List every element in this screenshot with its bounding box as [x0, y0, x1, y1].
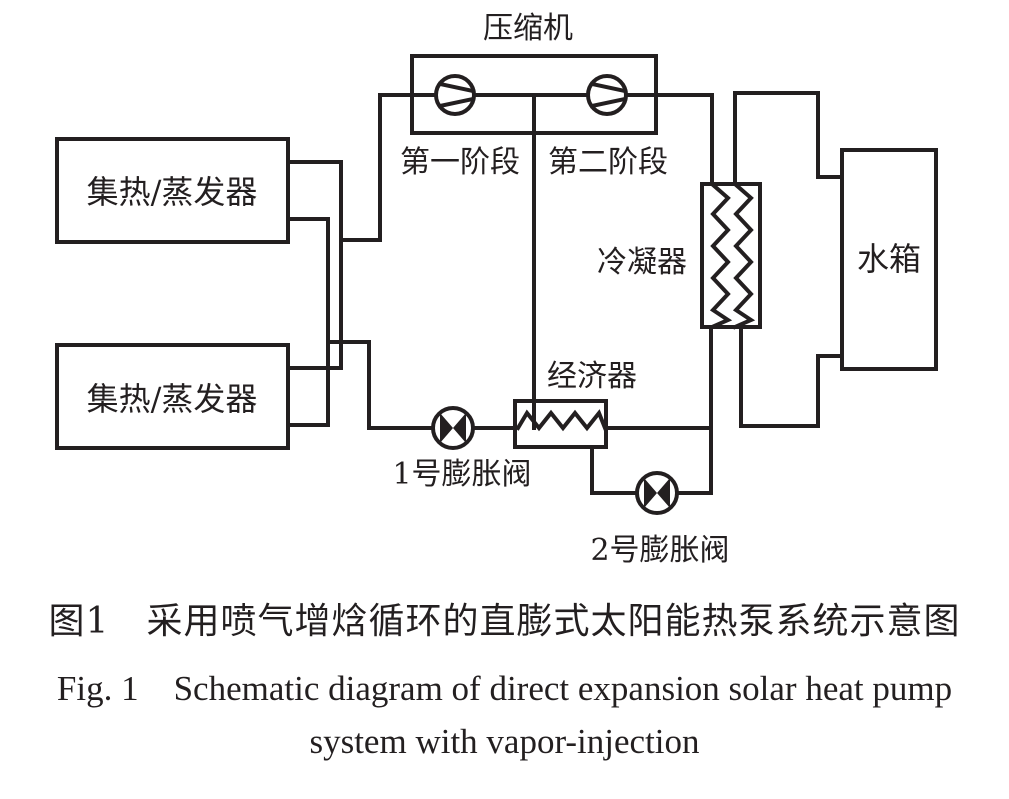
figure-caption-english-line1: Fig. 1 Schematic diagram of direct expan…	[56, 669, 953, 708]
water-tank-label: 水箱	[857, 240, 921, 278]
condenser-label: 冷凝器	[597, 245, 687, 280]
condenser-coil-water-icon	[732, 181, 756, 330]
pipe-water-supply	[739, 325, 844, 428]
compressor-stage1-icon	[434, 74, 476, 116]
economizer-label: 经济器	[547, 359, 637, 394]
water-tank	[840, 148, 938, 371]
compressor-stage2-icon	[586, 74, 628, 116]
collector-evaporator-2	[55, 343, 290, 450]
expansion-valve-1-icon	[431, 406, 475, 450]
condenser	[700, 182, 762, 329]
figure-caption-english-line2: system with vapor-injection	[309, 722, 700, 761]
condenser-coil-refrigerant-icon	[709, 181, 733, 330]
pipe-condenser-outlet	[675, 325, 713, 495]
schematic-diagram: 压缩机 第一阶段 第二阶段 集热/蒸发器 集热/蒸发器 1号膨胀阀 经济器	[55, 11, 938, 568]
economizer	[513, 399, 608, 449]
collector-evaporator-1-label: 集热/蒸发器	[87, 173, 258, 211]
compressor-label: 压缩机	[483, 11, 573, 46]
pipe-liquid-to-evap	[326, 340, 438, 430]
collector-evaporator-1	[55, 137, 290, 244]
expansion-valve-2-icon	[635, 471, 679, 515]
collector-evaporator-2-label: 集热/蒸发器	[87, 380, 258, 418]
pipe-economizer-branch	[590, 445, 642, 495]
stage2-label: 第二阶段	[548, 145, 668, 180]
pipe-suction	[339, 93, 438, 322]
expansion-valve-1-label: 1号膨胀阀	[392, 457, 531, 492]
economizer-coil-icon	[515, 409, 608, 432]
pipe-water-return	[733, 91, 844, 186]
expansion-valve-2-label: 2号膨胀阀	[590, 533, 729, 568]
pipe-evap-inlet	[286, 217, 330, 427]
stage1-label: 第一阶段	[400, 145, 520, 180]
figure-caption-chinese: 图1 采用喷气增焓循环的直膨式太阳能热泵系统示意图	[48, 601, 961, 642]
pipe-discharge	[624, 93, 714, 186]
pipe-evap-outlet	[286, 160, 343, 370]
